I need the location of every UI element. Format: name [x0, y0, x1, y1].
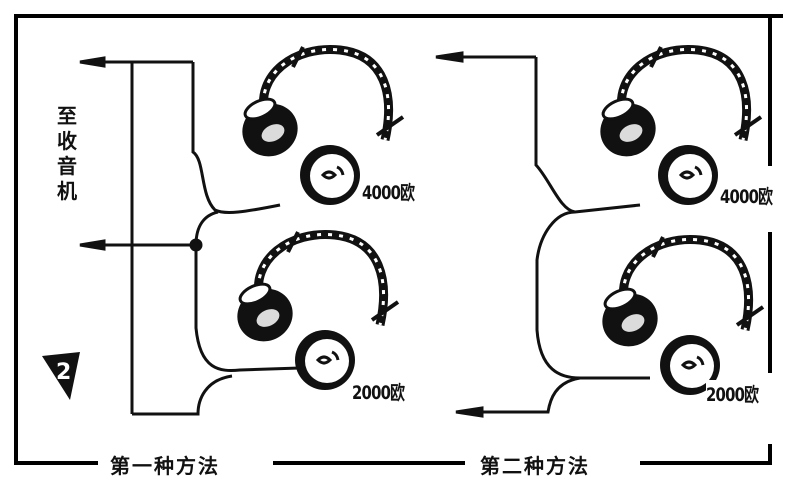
impedance-label-m2-bottom: 2000欧 [706, 380, 759, 407]
method-2-wiring [435, 51, 650, 418]
figure-number-badge [42, 352, 80, 400]
impedance-label-m1-top: 4000欧 [362, 178, 415, 205]
radio-side-label: 至 收 音 机 [55, 104, 79, 204]
figure-number-text: 2 [56, 360, 72, 385]
method-2-caption: 第二种方法 [474, 450, 596, 479]
outer-frame [14, 14, 783, 465]
method-1-wiring [79, 56, 301, 416]
impedance-label-m2-top: 4000欧 [720, 182, 773, 209]
impedance-label-m1-bottom: 2000欧 [352, 378, 405, 405]
headphone-method2-2000ohm [594, 237, 763, 395]
side-label-char: 收 [57, 129, 77, 153]
figure-number: 2 [42, 352, 82, 398]
side-label-char: 机 [57, 179, 77, 203]
method-1-caption: 第一种方法 [104, 450, 226, 479]
headphone-method1-2000ohm [229, 232, 398, 390]
side-label-char: 至 [57, 104, 77, 128]
side-label-char: 音 [57, 154, 77, 178]
